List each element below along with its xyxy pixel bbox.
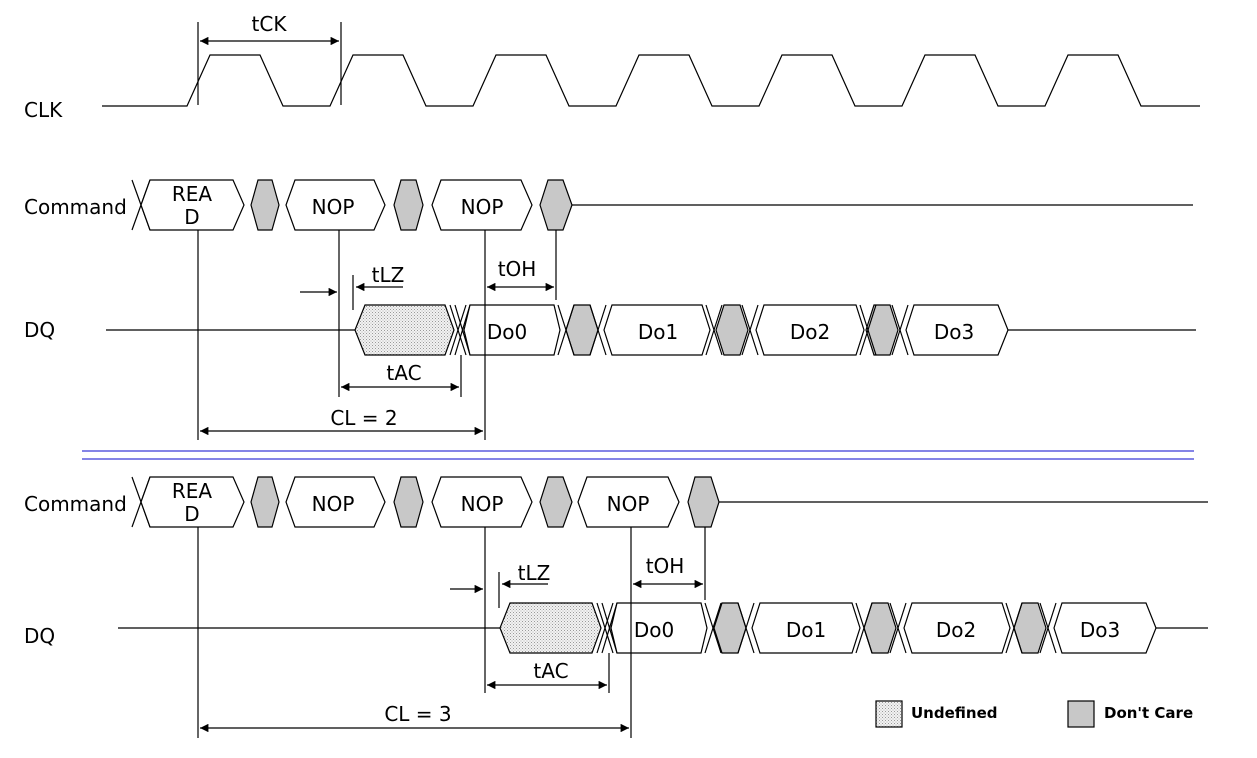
command-top-read-line1: REA: [172, 182, 213, 206]
command-top-nop-1: NOP: [312, 195, 355, 219]
command-top-nop-box-1: [285, 179, 386, 231]
dq-bottom-do3: Do3: [1080, 618, 1120, 642]
dq-top-do1-box: [603, 304, 711, 356]
command-bottom-dont-care-1: [250, 476, 280, 528]
legend-undefined-swatch: [875, 700, 903, 728]
dq-bottom-do1: Do1: [786, 618, 826, 642]
dq-bottom-row: [118, 602, 1208, 654]
dq-bottom-dont-care-2: [863, 602, 897, 654]
clk-waveform: [102, 54, 1200, 107]
command-bottom-nop-2: NOP: [461, 492, 504, 516]
dq-top-row: [106, 304, 1196, 356]
dq-top-dont-care-2: [715, 304, 749, 356]
legend-dont-care-label: Don't Care: [1104, 704, 1193, 722]
command-bottom-nop-1: NOP: [312, 492, 355, 516]
dq-top-do0-box: [463, 304, 561, 356]
command-bottom-nop-box-2: [431, 476, 533, 528]
tlz-top-label: tLZ: [372, 263, 405, 287]
tck-label: tCK: [252, 12, 288, 36]
dq-top-label: DQ: [24, 318, 55, 342]
dq-top-do2-box: [755, 304, 865, 356]
command-top-nop-box-2: [431, 179, 533, 231]
dq-top-do3: Do3: [934, 320, 974, 344]
legend-dont-care-swatch: [1067, 700, 1095, 728]
command-bottom-label: Command: [24, 492, 127, 516]
dq-top-do2: Do2: [790, 320, 830, 344]
command-top-row: [131, 179, 1193, 231]
cl3-label: CL = 3: [384, 702, 451, 726]
command-top-nop-2: NOP: [461, 195, 504, 219]
command-top-read-line2: D: [184, 205, 199, 229]
clk-label: CLK: [24, 98, 63, 122]
dq-top-dont-care-3: [865, 304, 899, 356]
command-bottom-read-line1: REA: [172, 479, 213, 503]
tac-top-label: tAC: [386, 361, 421, 385]
command-top-read-box: [140, 179, 245, 231]
command-bottom-row: [131, 476, 1208, 528]
tlz-bottom-label: tLZ: [518, 561, 551, 585]
dq-top-do1: Do1: [638, 320, 678, 344]
command-bottom-nop-box-3: [577, 476, 680, 528]
dq-bottom-do2: Do2: [936, 618, 976, 642]
dq-bottom-do0-box: [610, 602, 708, 654]
command-bottom-dont-care-2: [393, 476, 424, 528]
dq-top-undefined: [354, 304, 455, 356]
command-top-dont-care-1: [250, 179, 280, 231]
dq-bottom-do0: Do0: [634, 618, 674, 642]
legend-undefined-label: Undefined: [911, 704, 997, 722]
dq-bottom-do2-box: [903, 602, 1011, 654]
toh-bottom-label: tOH: [646, 554, 685, 578]
dq-bottom-label: DQ: [24, 624, 55, 648]
dq-bottom-undefined: [499, 602, 602, 654]
command-bottom-read-box: [140, 476, 245, 528]
dq-top-do3-box: [905, 304, 1009, 356]
dq-bottom-do1-box: [751, 602, 861, 654]
command-top-label: Command: [24, 195, 127, 219]
tac-bottom-label: tAC: [533, 659, 568, 683]
command-bottom-nop-box-1: [285, 476, 386, 528]
command-top-dont-care-3: [539, 179, 573, 231]
command-bottom-nop-3: NOP: [607, 492, 650, 516]
command-bottom-dont-care-3: [539, 476, 573, 528]
dq-top-dont-care-1: [565, 304, 599, 356]
dq-top-do0: Do0: [487, 320, 527, 344]
dq-bottom-do3-box: [1053, 602, 1157, 654]
cl2-label: CL = 2: [330, 406, 397, 430]
command-bottom-read-line2: D: [184, 502, 199, 526]
toh-top-label: tOH: [498, 257, 537, 281]
command-bottom-dont-care-4: [687, 476, 720, 528]
command-top-dont-care-2: [393, 179, 424, 231]
dq-bottom-dont-care-3: [1013, 602, 1047, 654]
